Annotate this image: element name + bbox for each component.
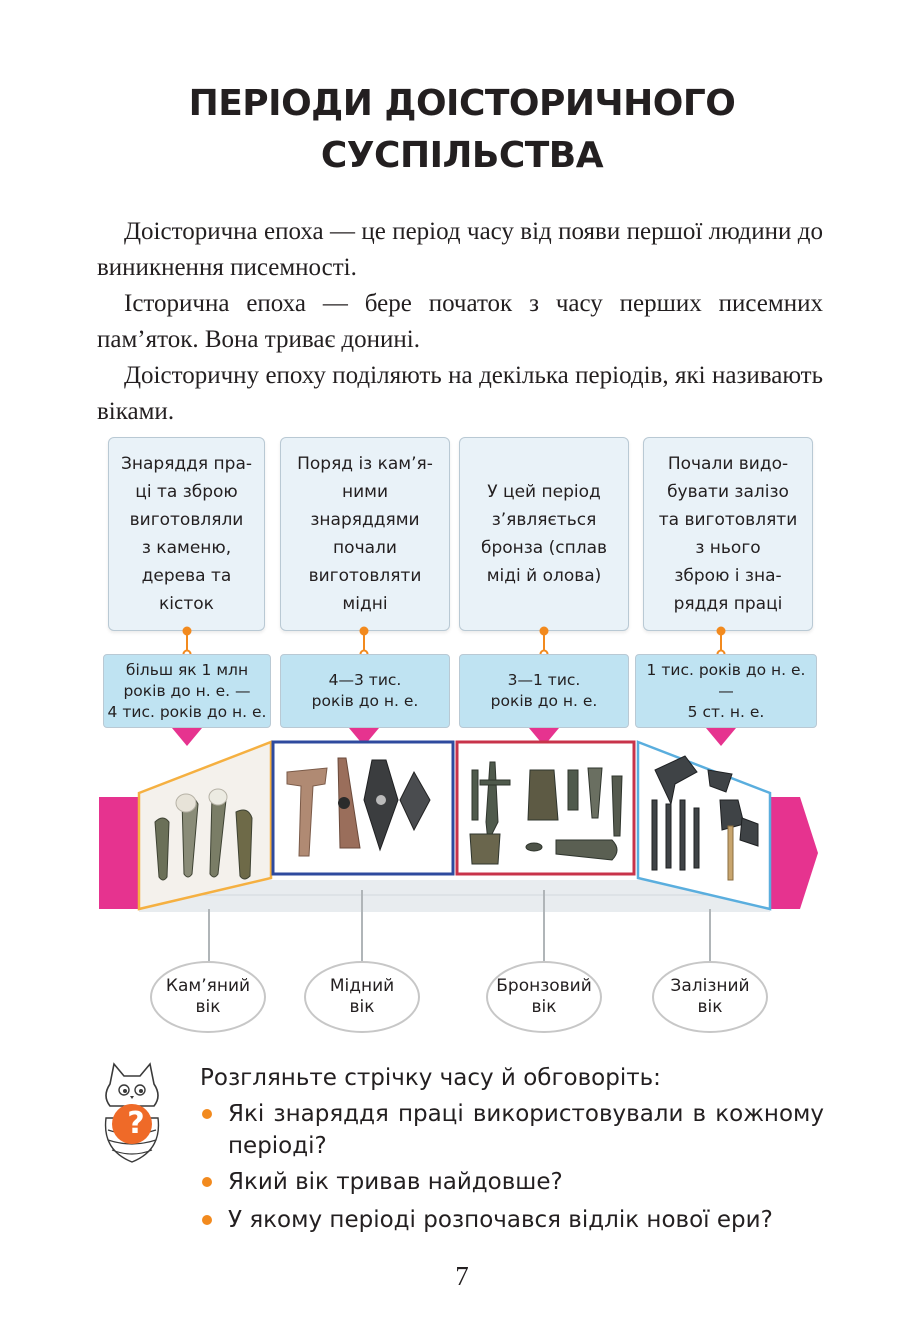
pointer-triangle-bronze — [529, 728, 559, 746]
ribbon-start — [99, 797, 139, 909]
page-number: 7 — [455, 1261, 469, 1291]
bullet-dot-icon — [202, 1109, 212, 1119]
period-card-iron: Почали видо- бувати залізо та виготовлят… — [643, 437, 813, 631]
page-title-line-2: СУСПІЛЬСТВА — [320, 135, 604, 176]
period-card-stone: Знаряддя пра- ці та зброю виготовляли з … — [108, 437, 265, 631]
period-description-stone: Знаряддя пра- ці та зброю виготовляли з … — [120, 454, 253, 614]
question-item: Які знаряддя праці використовували в кож… — [200, 1098, 824, 1162]
period-dates-copper: 4—3 тис. років до н. е. — [280, 654, 450, 728]
artifact-panel-bronze — [455, 740, 636, 876]
bronze-tools-image — [469, 761, 623, 865]
period-description-iron: Почали видо- бувати залізо та виготовлят… — [658, 454, 798, 614]
period-dates-bronze: 3—1 тис. років до н. е. — [459, 654, 629, 728]
page-title: ПЕРІОДИ ДОІСТОРИЧНОГО СУСПІЛЬСТВА — [0, 78, 924, 182]
age-label-bronze: Бронзовий вік — [486, 961, 602, 1033]
question-mark-symbol: ? — [127, 1106, 145, 1141]
period-card-bronze: У цей період з’являється бронза (сплав м… — [459, 437, 629, 631]
period-description-copper: Поряд із кам’я- ними знаряддями почали в… — [297, 454, 433, 614]
artifact-panel-copper — [271, 740, 455, 876]
iron-tools-image — [651, 755, 759, 881]
artifact-panel-iron — [636, 740, 772, 911]
copper-tools-image — [286, 757, 431, 857]
age-label-iron: Залізний вік — [652, 961, 768, 1033]
paragraph-prehistoric-epoch: Доісторична епоха — це період часу від п… — [97, 218, 823, 281]
period-dates-stone: більш як 1 млн років до н. е. — 4 тис. р… — [103, 654, 271, 728]
age-label-copper: Мідний вік — [304, 961, 420, 1033]
pointer-triangle-stone — [172, 728, 202, 746]
period-card-copper: Поряд із кам’я- ними знаряддями почали в… — [280, 437, 450, 631]
pointer-triangle-iron — [706, 728, 736, 746]
question-item: Який вік тривав найдовше? — [200, 1166, 824, 1198]
pointer-triangle-copper — [349, 728, 379, 746]
paragraph-ages: Доісторичну епоху поділяють на декілька … — [97, 362, 823, 425]
cat-question-icon — [104, 1062, 160, 1163]
paragraph-historic-epoch: Історична епоха — бере початок з часу пе… — [97, 290, 823, 353]
bullet-dot-icon — [202, 1177, 212, 1187]
age-label-stone: Кам’яний вік — [150, 961, 266, 1033]
period-description-bronze: У цей період з’являється бронза (сплав м… — [480, 482, 608, 586]
stone-tools-image — [154, 788, 253, 881]
ribbon-arrow-end — [770, 797, 818, 909]
page-title-line-1: ПЕРІОДИ ДОІСТОРИЧНОГО — [188, 83, 736, 124]
period-dates-iron: 1 тис. років до н. е. — 5 ст. н. е. — [635, 654, 817, 728]
question-item: У якому періоді розпочався відлік нової … — [200, 1204, 824, 1236]
bullet-dot-icon — [202, 1215, 212, 1225]
artifact-panel-stone — [137, 740, 273, 911]
questions-intro: Розгляньте стрічку часу й обговоріть: — [200, 1065, 661, 1091]
